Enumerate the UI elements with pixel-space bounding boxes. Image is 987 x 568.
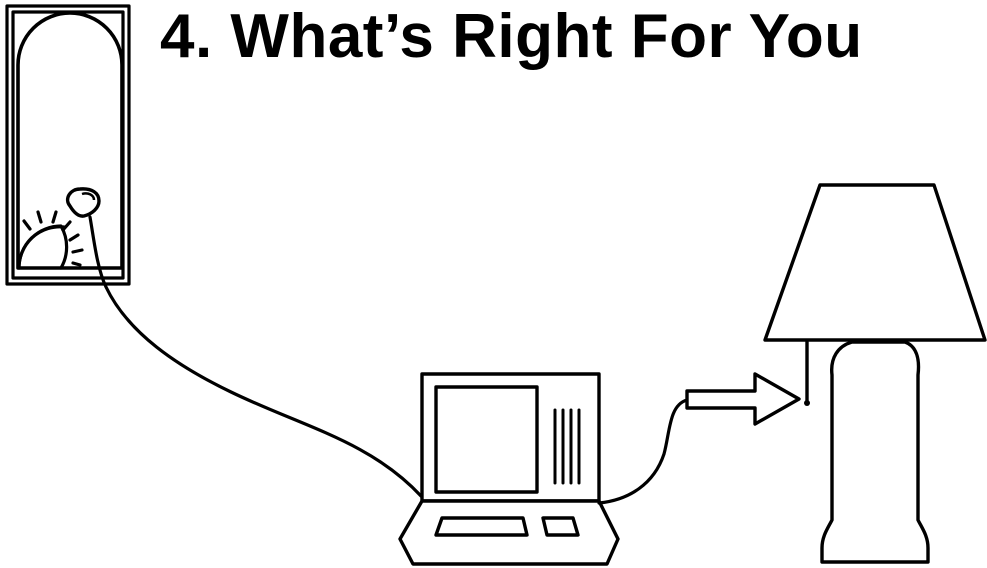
monitor-screen <box>434 385 539 494</box>
sun-icon <box>17 210 84 270</box>
output-cable <box>597 398 689 505</box>
keypad <box>541 516 580 537</box>
output-arrow-icon <box>685 372 801 426</box>
light-sensor-icon <box>65 187 101 218</box>
lamp-shade <box>763 183 987 342</box>
keyboard-base <box>398 499 620 566</box>
lamp-base <box>820 340 930 564</box>
table-lamp-icon <box>763 183 987 564</box>
sensor-cable <box>88 215 423 498</box>
keyboard-keys <box>434 516 529 537</box>
window-with-sun-icon <box>5 4 131 286</box>
page-title: 4. What’s Right For You <box>160 2 863 71</box>
disk-drive-slots <box>553 408 581 485</box>
computer-icon <box>398 372 620 566</box>
